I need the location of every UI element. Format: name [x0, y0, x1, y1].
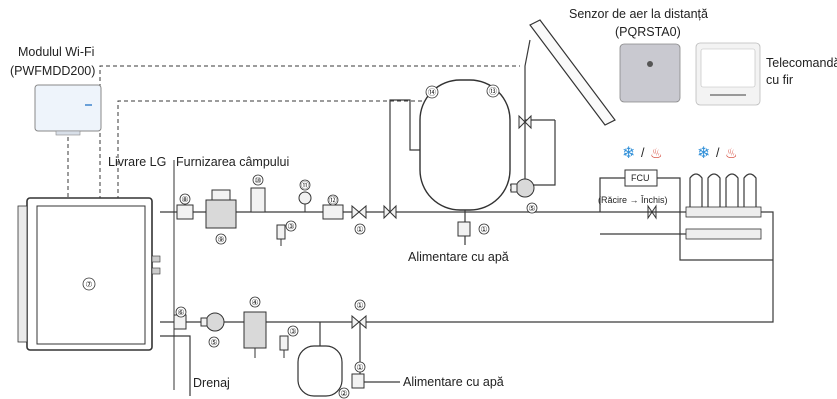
- bottom-water-supply-pipe: [359, 322, 400, 383]
- water-supply-top-label: Alimentare cu apă: [408, 250, 509, 264]
- shutoff-valve-1b: [457, 221, 471, 237]
- drain-pipe: [160, 335, 191, 396]
- outdoor-unit: [17, 197, 161, 351]
- shutoff-valve-1d: [351, 373, 365, 389]
- marker-2: ②: [340, 389, 347, 398]
- fcu-pipe: [599, 177, 773, 261]
- pressure-valve-9: [205, 189, 237, 229]
- shutoff-valve-1c: [351, 314, 367, 330]
- marker-10: ⑩: [254, 176, 261, 185]
- remote-sensor-model: (PQRSTA0): [615, 25, 681, 39]
- pressure-gauge-11: [298, 191, 312, 212]
- field-supply-label: Furnizarea câmpului: [176, 155, 289, 169]
- solar-pump-pipe: [510, 120, 556, 186]
- underfloor-heating: [685, 173, 762, 240]
- marker-1-a: ①: [356, 225, 363, 234]
- wired-remote: [695, 42, 761, 106]
- marker-6: ⑥: [177, 308, 184, 317]
- marker-14: ⑭: [428, 88, 436, 97]
- heat-wave-icon-right: ♨: [725, 145, 738, 161]
- slash-left: /: [641, 146, 645, 160]
- hot-water-tank: [419, 79, 511, 211]
- marker-9: ⑨: [217, 235, 224, 244]
- remote-air-sensor: [619, 43, 681, 103]
- shutoff-valve-1a: [351, 204, 367, 220]
- marker-4: ④: [251, 298, 258, 307]
- solar-panel: [529, 19, 616, 126]
- marker-11: ⑪: [301, 181, 309, 190]
- marker-7: ⑦: [85, 280, 92, 289]
- water-supply-bottom-label: Alimentare cu apă: [403, 375, 504, 389]
- drain-valve-3b: [279, 335, 289, 358]
- marker-5-a: ⑤: [210, 338, 217, 347]
- slash-right: /: [716, 146, 720, 160]
- wifi-module-label: Modulul Wi-Fi: [18, 45, 94, 59]
- air-vent-10: [250, 187, 266, 213]
- marker-1-b: ①: [480, 225, 487, 234]
- cooling-icon-left: ❄: [622, 145, 635, 162]
- circulation-pump-5b: [510, 178, 535, 198]
- magnetic-filter-4: [243, 311, 267, 358]
- wired-remote-label-2: cu fir: [766, 73, 793, 87]
- drain-valve-3a: [276, 224, 286, 246]
- marker-3-a: ③: [287, 222, 294, 231]
- wired-remote-label-1: Telecomandă: [766, 56, 837, 70]
- fcu-label: FCU: [631, 173, 650, 183]
- flow-switch-12: [322, 204, 344, 220]
- heat-wave-icon-left: ♨: [650, 145, 663, 161]
- fcu-note: (Răcire → Închis): [598, 195, 668, 205]
- marker-12: ⑫: [329, 196, 337, 205]
- marker-13: ⑬: [489, 87, 497, 96]
- wifi-module-model: (PWFMDD200): [10, 64, 95, 78]
- expansion-tank-2: [297, 345, 343, 397]
- lg-supply-label: Livrare LG: [108, 155, 166, 169]
- remote-sensor-label: Senzor de aer la distanță: [569, 7, 708, 21]
- solar-loop: [510, 39, 531, 191]
- marker-1-c: ①: [356, 301, 363, 310]
- sensor-cable-outer: [99, 65, 520, 200]
- marker-1-d: ①: [356, 363, 363, 372]
- wifi-module: [34, 84, 102, 136]
- sensor-cable-inner: [117, 100, 428, 200]
- coil-supply-pipe: [389, 99, 428, 212]
- marker-8: ⑧: [181, 195, 188, 204]
- circulation-pump-5a: [200, 312, 225, 332]
- drain-label: Drenaj: [193, 376, 230, 390]
- marker-5-b: ⑤: [528, 204, 535, 213]
- emitter-return: [408, 211, 774, 323]
- cooling-icon-right: ❄: [697, 145, 710, 162]
- marker-3-b: ③: [289, 327, 296, 336]
- mixing-valve: [518, 114, 532, 130]
